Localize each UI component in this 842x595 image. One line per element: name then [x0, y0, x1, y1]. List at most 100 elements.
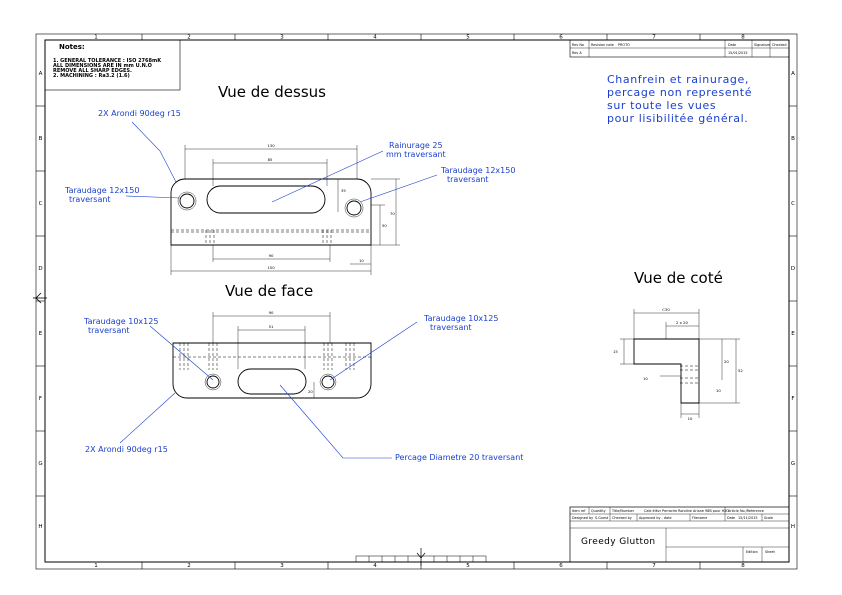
rev-row-note: PROTO: [618, 43, 630, 47]
dim-top-side-small: 10: [359, 258, 364, 263]
zone-row-left-e: E: [39, 331, 43, 337]
notes-line-2: ALL DIMENSIONS ARE IN mm U.N.O: [53, 63, 152, 69]
zone-col-bottom-8: 8: [741, 563, 745, 569]
label-top-tap-right-1: Taraudage 12x150: [440, 166, 515, 175]
dim-top-bottom-inner: 90: [269, 253, 274, 258]
label-front-fillet: 2X Arondi 90deg r15: [85, 445, 168, 454]
zone-row-labels: A B C D E F G H A B C D E F G H: [38, 71, 795, 530]
front-view-annotations: Taraudage 10x125 traversant Taraudage 10…: [83, 314, 523, 462]
company-name: Greedy Glutton: [581, 537, 656, 547]
tb-quantity: Quantity: [591, 509, 606, 513]
zone-col-top-2: 2: [187, 35, 191, 41]
zone-ticks: [36, 34, 797, 569]
zone-row-left-d: D: [38, 266, 42, 272]
zone-col-bottom-2: 2: [187, 563, 191, 569]
zone-row-right-c: C: [791, 201, 795, 207]
dim-side-overall-width: C30: [662, 307, 670, 312]
zone-row-left-f: F: [39, 396, 42, 402]
zone-col-top-4: 4: [373, 35, 377, 41]
zone-row-left-h: H: [38, 524, 42, 530]
general-note-line-4: pour lisibilitée général.: [607, 112, 748, 125]
zone-row-right-g: G: [791, 461, 795, 467]
zone-row-right-d: D: [791, 266, 795, 272]
rev-row-date: 15/01/2015: [728, 51, 748, 55]
label-top-tap-right-2: traversant: [447, 175, 489, 184]
label-top-slot-2: mm traversant: [386, 150, 446, 159]
zone-col-top-1: 1: [94, 35, 98, 41]
dim-side-small-b: 10: [716, 388, 721, 393]
label-front-tap-right-2: traversant: [430, 323, 472, 332]
zone-col-top-3: 3: [280, 35, 284, 41]
label-top-fillet: 2X Arondi 90deg r15: [98, 109, 181, 118]
label-front-tap-right-1: Taraudage 10x125: [423, 314, 498, 323]
zone-column-labels: 1 2 3 4 5 6 7 8 1 2 3 4 5 6 7 8: [94, 35, 745, 570]
dim-front-side-small: 20: [308, 389, 313, 394]
dim-top-height-b: 70: [390, 211, 395, 216]
dim-top-small-height: 35: [341, 188, 346, 193]
label-top-slot-1: Rainurage 25: [389, 141, 443, 150]
notes-line-4: 2. MACHINING : Ra3.2 (1.6): [53, 73, 130, 79]
tb-designed-by: Designed by: [572, 516, 593, 520]
side-view: C30 2 x 20 15 20 52 10 10 10: [613, 307, 743, 421]
tb-designer-value: S.Guest: [595, 516, 609, 520]
title-block: Item ref Quantity Title/Number Cale élèv…: [569, 506, 790, 563]
zone-col-top-7: 7: [652, 35, 656, 41]
tb-filename: Filename: [692, 516, 707, 520]
revision-table: Rev No Revision note Date Signature Chec…: [569, 39, 790, 58]
tb-date: Date: [727, 516, 735, 520]
rev-header-no: Rev No: [572, 43, 584, 47]
center-mark-left: [33, 292, 47, 304]
zone-row-right-e: E: [791, 331, 795, 337]
general-note: Chanfrein et rainurage, percage non repr…: [607, 73, 752, 125]
tb-title-value: Cale élèvr Perrache Rondine Ariane 98B p…: [644, 509, 729, 513]
center-mark-bottom: [416, 548, 426, 566]
label-front-drill: Percage Diametre 20 traversant: [395, 453, 523, 462]
notes-box: Notes: 1. GENERAL TOLERANCE : ISO 2768mK…: [44, 39, 181, 91]
tb-sheet: Sheet: [765, 550, 775, 554]
dim-side-inner-width: 2 x 20: [676, 320, 688, 325]
dim-top-height-a: 50: [382, 223, 387, 228]
dim-top-slot-length: 85: [268, 157, 273, 162]
dim-side-bottom: 10: [688, 416, 693, 421]
zone-row-left-b: B: [39, 136, 43, 142]
dim-top-overall-span: 130: [267, 143, 275, 148]
tb-article-ref: Article No./Reference: [728, 509, 764, 513]
general-note-line-1: Chanfrein et rainurage,: [607, 73, 749, 86]
view-title-front: Vue de face: [225, 282, 313, 300]
rev-header-signature: Signature: [754, 43, 770, 47]
zone-col-bottom-3: 3: [280, 563, 284, 569]
tb-date-value: 15/11/2015: [738, 516, 758, 520]
dim-front-slot-span: 51: [269, 324, 274, 329]
rev-row-no: Rev A: [572, 51, 582, 55]
zone-row-right-f: F: [791, 396, 794, 402]
label-front-tap-left-1: Taraudage 10x125: [83, 317, 158, 326]
general-note-line-2: percage non representé: [607, 86, 752, 99]
dim-top-bottom-overall: 150: [267, 265, 275, 270]
zone-col-bottom-5: 5: [466, 563, 470, 569]
front-view: 90 51 20: [172, 310, 372, 399]
zone-row-left-c: C: [39, 201, 43, 207]
rev-header-checked: Checked: [772, 43, 787, 47]
top-view: 130 85 90 150 35 50 70 10: [170, 143, 400, 275]
zone-row-right-a: A: [791, 71, 795, 77]
view-title-side: Vue de coté: [634, 269, 723, 287]
dim-side-small-a: 10: [643, 376, 648, 381]
dim-front-top-span: 90: [269, 310, 274, 315]
dim-side-height-b: 52: [738, 368, 743, 373]
dim-side-left-height: 15: [613, 349, 618, 354]
top-view-annotations: 2X Arondi 90deg r15 Rainurage 25 mm trav…: [64, 109, 515, 204]
zone-col-bottom-1: 1: [94, 563, 98, 569]
tb-checked-by: Checked by: [612, 516, 632, 520]
zone-row-right-h: H: [791, 524, 795, 530]
label-top-tap-left-2: traversant: [69, 195, 111, 204]
rev-header-note: Revision note: [591, 43, 614, 47]
notes-line-3: REMOVE ALL SHARP EDGES.: [53, 68, 132, 74]
zone-col-bottom-6: 6: [559, 563, 563, 569]
scale-ruler: [355, 555, 487, 563]
zone-col-top-6: 6: [559, 35, 563, 41]
zone-row-left-g: G: [38, 461, 42, 467]
outer-frame: [35, 33, 798, 570]
tb-item-ref: Item ref: [572, 509, 586, 513]
notes-line-1: 1. GENERAL TOLERANCE : ISO 2768mK: [53, 58, 162, 64]
